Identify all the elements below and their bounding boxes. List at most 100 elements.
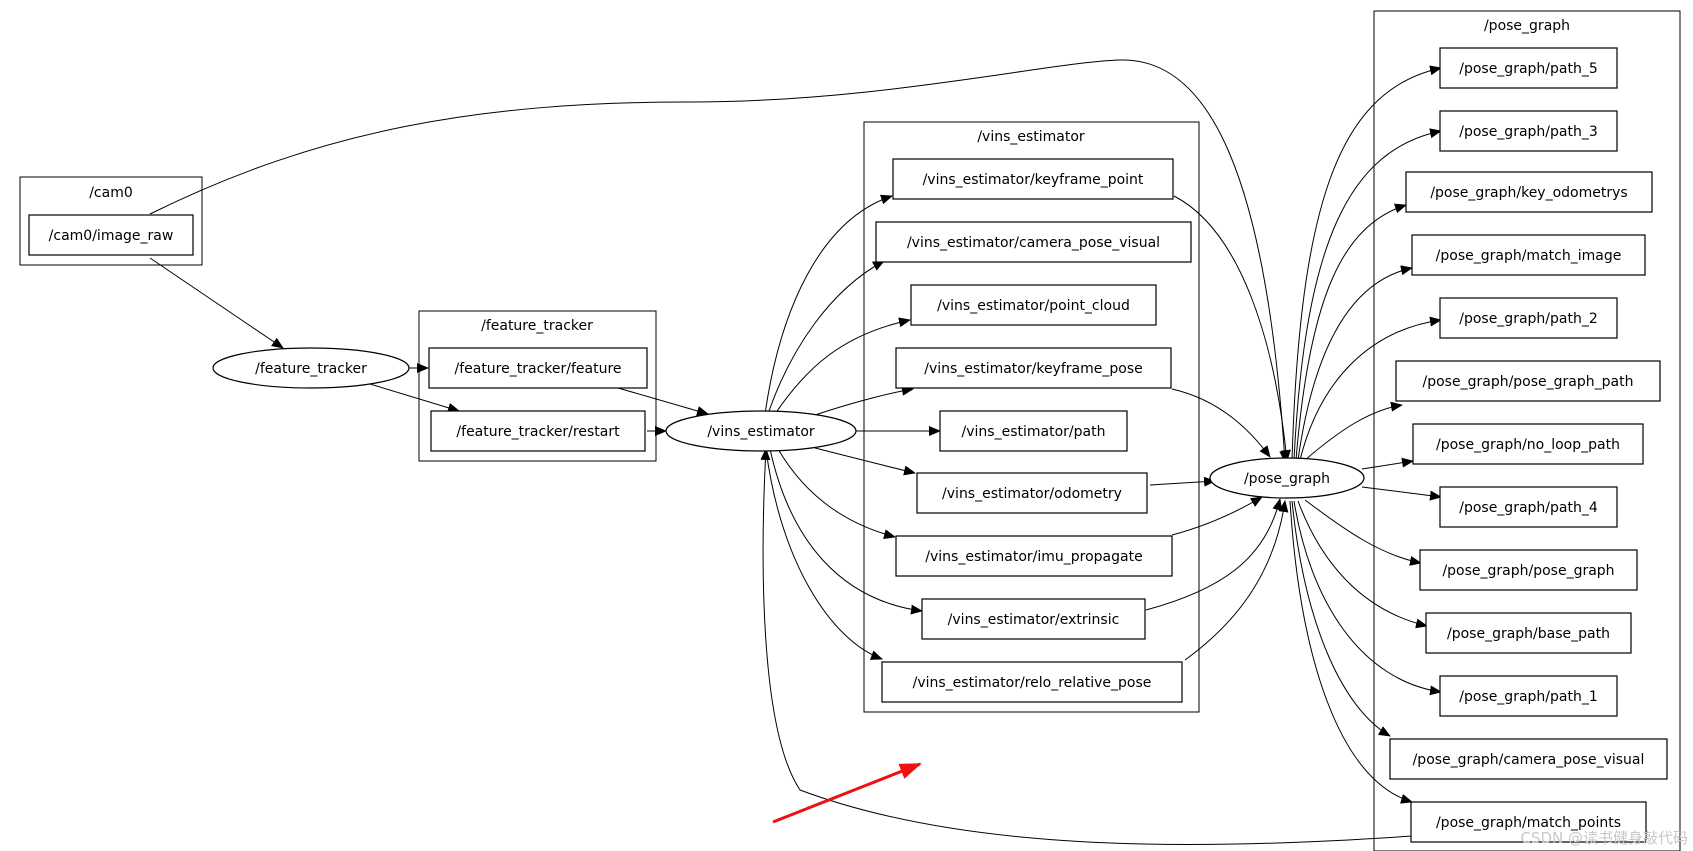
topics-layer: /cam0/image_raw/feature_tracker/feature /… [28,47,1668,843]
topic-label: /vins_estimator/keyframe_pose [924,361,1142,377]
topic-pose-graph-key-odometrys[interactable]: /pose_graph/key_odometrys [1405,171,1653,213]
topic-vins-estimator-relo-relative-pose[interactable]: /vins_estimator/relo_relative_pose [881,661,1183,703]
topic-box [1395,360,1661,402]
edge-pose-graph-to-path-4 [1361,486,1442,501]
topic-feature-tracker-feature[interactable]: /feature_tracker/feature [428,347,648,389]
topic-label: /pose_graph/pose_graph [1442,563,1614,579]
edge-image-raw-to-feature-tracker [149,257,284,349]
edge-vins-to-point-cloud [774,317,911,415]
edge-vins-to-camera-pose-visual [767,260,885,415]
topic-box [916,472,1148,514]
topic-pose-graph-pose-graph[interactable]: /pose_graph/pose_graph [1419,549,1638,591]
topic-box [1410,801,1647,843]
edge-keyframe-point-to-pose-graph [1173,195,1291,462]
edge-pose-graph-to-camera-pose-visual [1291,500,1391,737]
topic-label: /pose_graph/camera_pose_visual [1413,752,1645,768]
topic-box [1405,171,1653,213]
topic-cam0-image-raw[interactable]: /cam0/image_raw [28,214,194,256]
edge-odometry-to-pose-graph [1149,476,1216,487]
topic-label: /vins_estimator/odometry [942,486,1122,502]
topic-box [1412,423,1644,465]
edge-match-points-to-vins-estimator [760,448,1413,846]
topic-label: /vins_estimator/relo_relative_pose [913,675,1152,691]
topic-label: /vins_estimator/extrinsic [948,612,1120,628]
topic-label: /feature_tracker/feature [454,361,621,377]
topic-pose-graph-path-2[interactable]: /pose_graph/path_2 [1439,297,1618,339]
topic-pose-graph-camera-pose-visual[interactable]: /pose_graph/camera_pose_visual [1389,738,1668,780]
topic-pose-graph-base-path[interactable]: /pose_graph/base_path [1425,612,1632,654]
node-feature-tracker[interactable]: /feature_tracker [212,347,410,389]
topic-label: /pose_graph/path_2 [1459,311,1598,327]
topic-box [921,598,1146,640]
edge-image-raw-to-pose-graph [149,59,1290,463]
edge-vins-to-imu-propagate [777,448,896,539]
node-label-pose-graph: /pose_graph [1244,471,1330,487]
topic-label: /vins_estimator/keyframe_point [923,172,1144,188]
topic-pose-graph-path-3[interactable]: /pose_graph/path_3 [1439,110,1618,152]
topic-box [910,284,1157,326]
edge-pose-graph-to-base-path [1297,500,1428,629]
topic-box [875,221,1192,263]
topic-box [881,661,1183,703]
edge-pose-graph-to-path-1 [1293,500,1442,696]
node-pose-graph[interactable]: /pose_graph [1209,457,1365,499]
topic-pose-graph-match-image[interactable]: /pose_graph/match_image [1411,234,1646,276]
edge-pose-graph-to-path-3 [1293,128,1442,461]
edge-pose-graph-to-match-points [1289,500,1413,804]
edge-vins-to-odometry [814,447,916,476]
edge-pose-graph-to-path-2 [1299,316,1442,461]
topic-label: /vins_estimator/imu_propagate [925,549,1142,565]
topic-label: /pose_graph/key_odometrys [1430,185,1627,201]
topic-pose-graph-match-points[interactable]: /pose_graph/match_points [1410,801,1647,843]
topic-box [1439,486,1618,528]
topic-box [28,214,194,256]
topic-box [430,410,646,452]
node-label-vins-estimator: /vins_estimator [707,424,815,440]
cluster-label-pose-graph: /pose_graph [1484,18,1570,34]
topic-label: /pose_graph/path_1 [1459,689,1598,705]
topic-vins-estimator-keyframe-pose[interactable]: /vins_estimator/keyframe_pose [895,347,1172,389]
topic-pose-graph-path-5[interactable]: /pose_graph/path_5 [1439,47,1618,89]
topic-vins-estimator-camera-pose-visual[interactable]: /vins_estimator/camera_pose_visual [875,221,1192,263]
edge-vins-to-relo-relative-pose [765,448,883,660]
topic-box [939,410,1128,452]
topic-vins-estimator-odometry[interactable]: /vins_estimator/odometry [916,472,1148,514]
topic-vins-estimator-extrinsic[interactable]: /vins_estimator/extrinsic [921,598,1146,640]
topic-pose-graph-path-4[interactable]: /pose_graph/path_4 [1439,486,1618,528]
topic-vins-estimator-point-cloud[interactable]: /vins_estimator/point_cloud [910,284,1157,326]
topic-box [895,535,1173,577]
node-vins-estimator[interactable]: /vins_estimator [665,410,857,452]
topic-box [1411,234,1646,276]
edge-pose-graph-to-key-odometrys [1295,203,1407,461]
topic-box [1439,297,1618,339]
watermark: CSDN @读书健身敲代码 [1520,829,1688,847]
topic-box [1425,612,1632,654]
cluster-label-cam0: /cam0 [89,185,133,201]
topic-vins-estimator-keyframe-point[interactable]: /vins_estimator/keyframe_point [892,158,1174,200]
topic-pose-graph-pose-graph-path[interactable]: /pose_graph/pose_graph_path [1395,360,1661,402]
edge-feature-tracker-to-restart [369,383,460,413]
topic-label: /pose_graph/base_path [1447,626,1610,642]
topic-feature-tracker-restart[interactable]: /feature_tracker/restart [430,410,646,452]
cluster-vins-estimator: /vins_estimator [863,121,1200,713]
edge-pose-graph-to-pose-graph-path [1304,401,1403,461]
topic-pose-graph-path-1[interactable]: /pose_graph/path_1 [1439,675,1618,717]
cluster-pose-graph: /pose_graph [1373,10,1681,851]
topic-pose-graph-no-loop-path[interactable]: /pose_graph/no_loop_path [1412,423,1644,465]
topic-label: /cam0/image_raw [49,228,174,244]
topic-label: /pose_graph/pose_graph_path [1423,374,1634,390]
topic-vins-estimator-imu-propagate[interactable]: /vins_estimator/imu_propagate [895,535,1173,577]
topic-label: /vins_estimator/camera_pose_visual [907,235,1160,251]
topic-label: /pose_graph/match_image [1436,248,1622,264]
annotation-arrow [772,762,922,824]
edge-relo-relative-pose-to-pose-graph [1184,500,1289,661]
edge-vins-to-keyframe-pose [814,385,914,416]
topic-vins-estimator-path[interactable]: /vins_estimator/path [939,410,1128,452]
cluster-label-vins-estimator: /vins_estimator [977,129,1085,145]
topic-label: /vins_estimator/point_cloud [937,298,1130,314]
cluster-label-feature-tracker: /feature_tracker [481,318,593,334]
topic-box [895,347,1172,389]
topic-label: /pose_graph/match_points [1436,815,1621,831]
topic-label: /vins_estimator/path [962,424,1106,440]
topic-box [1439,47,1618,89]
